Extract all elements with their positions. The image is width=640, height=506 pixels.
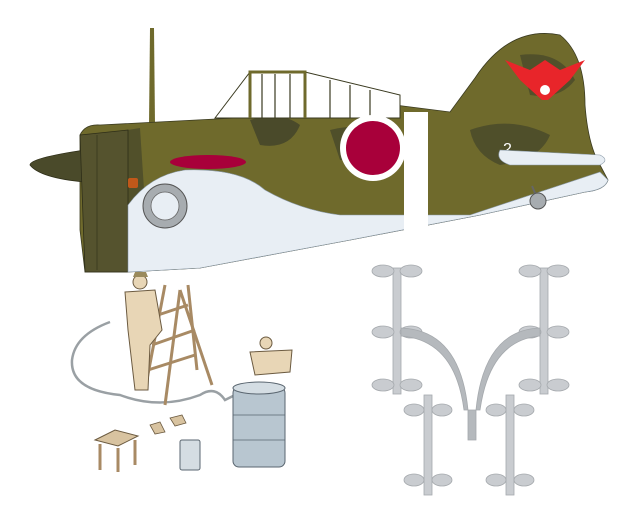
svg-text:2: 2 bbox=[503, 141, 512, 158]
sprue-parts bbox=[371, 264, 570, 496]
aircraft: 2 bbox=[29, 28, 609, 273]
fuel-drum bbox=[232, 381, 286, 468]
ground-crew-scene bbox=[70, 272, 293, 472]
stool bbox=[93, 429, 140, 472]
